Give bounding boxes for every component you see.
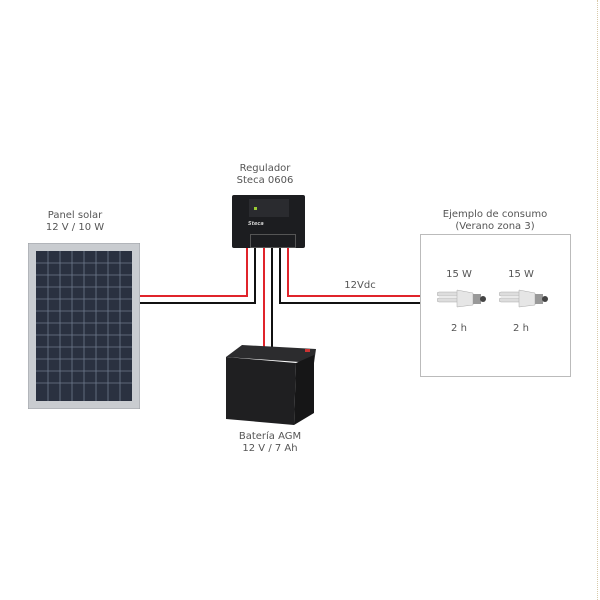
page-edge-divider	[597, 0, 598, 600]
battery-spec: 12 V / 7 Ah	[242, 443, 298, 454]
battery-title: Batería AGM	[238, 431, 302, 442]
panel-title: Panel solar	[47, 210, 103, 221]
regulator-label: Regulador Steca 0606	[215, 163, 315, 187]
charge-regulator: Steca	[232, 195, 305, 248]
battery-label: Batería AGM 12 V / 7 Ah	[220, 431, 320, 455]
wire-battery-negative	[271, 248, 273, 348]
solar-panel	[28, 243, 140, 409]
load-label: Ejemplo de consumo (Verano zona 3)	[420, 209, 570, 233]
wire-panel-negative-riser	[254, 248, 256, 304]
wire-panel-negative	[140, 302, 256, 304]
bulb-1-power: 15 W	[446, 269, 472, 280]
bulb-2-hours: 2 h	[513, 323, 529, 334]
agm-battery	[226, 345, 316, 425]
regulator-display	[249, 199, 289, 217]
cfl-bulb-icon	[437, 289, 486, 308]
panel-label: Panel solar 12 V / 10 W	[20, 210, 130, 234]
load-title: Ejemplo de consumo	[442, 209, 548, 220]
regulator-model: Steca 0606	[236, 175, 294, 186]
wire-panel-positive-riser	[246, 248, 248, 297]
wire-load-negative-riser	[279, 248, 281, 304]
cfl-bulb-icon	[499, 289, 548, 308]
wire-panel-positive	[140, 295, 248, 297]
wire-load-negative	[279, 302, 420, 304]
wire-load-positive	[287, 295, 420, 297]
bulb-2-power: 15 W	[508, 269, 534, 280]
voltage-label: 12Vdc	[344, 280, 376, 291]
status-led	[254, 207, 257, 210]
regulator-title: Regulador	[239, 163, 291, 174]
panel-spec: 12 V / 10 W	[45, 222, 105, 233]
load-box: 15 W 2 h 15 W 2 h	[420, 234, 571, 377]
terminal-block	[250, 234, 296, 248]
wire-battery-positive	[263, 248, 265, 348]
regulator-brand: Steca	[248, 221, 264, 227]
wire-load-positive-riser	[287, 248, 289, 297]
load-subtitle: (Verano zona 3)	[455, 221, 535, 232]
bulb-1-hours: 2 h	[451, 323, 467, 334]
